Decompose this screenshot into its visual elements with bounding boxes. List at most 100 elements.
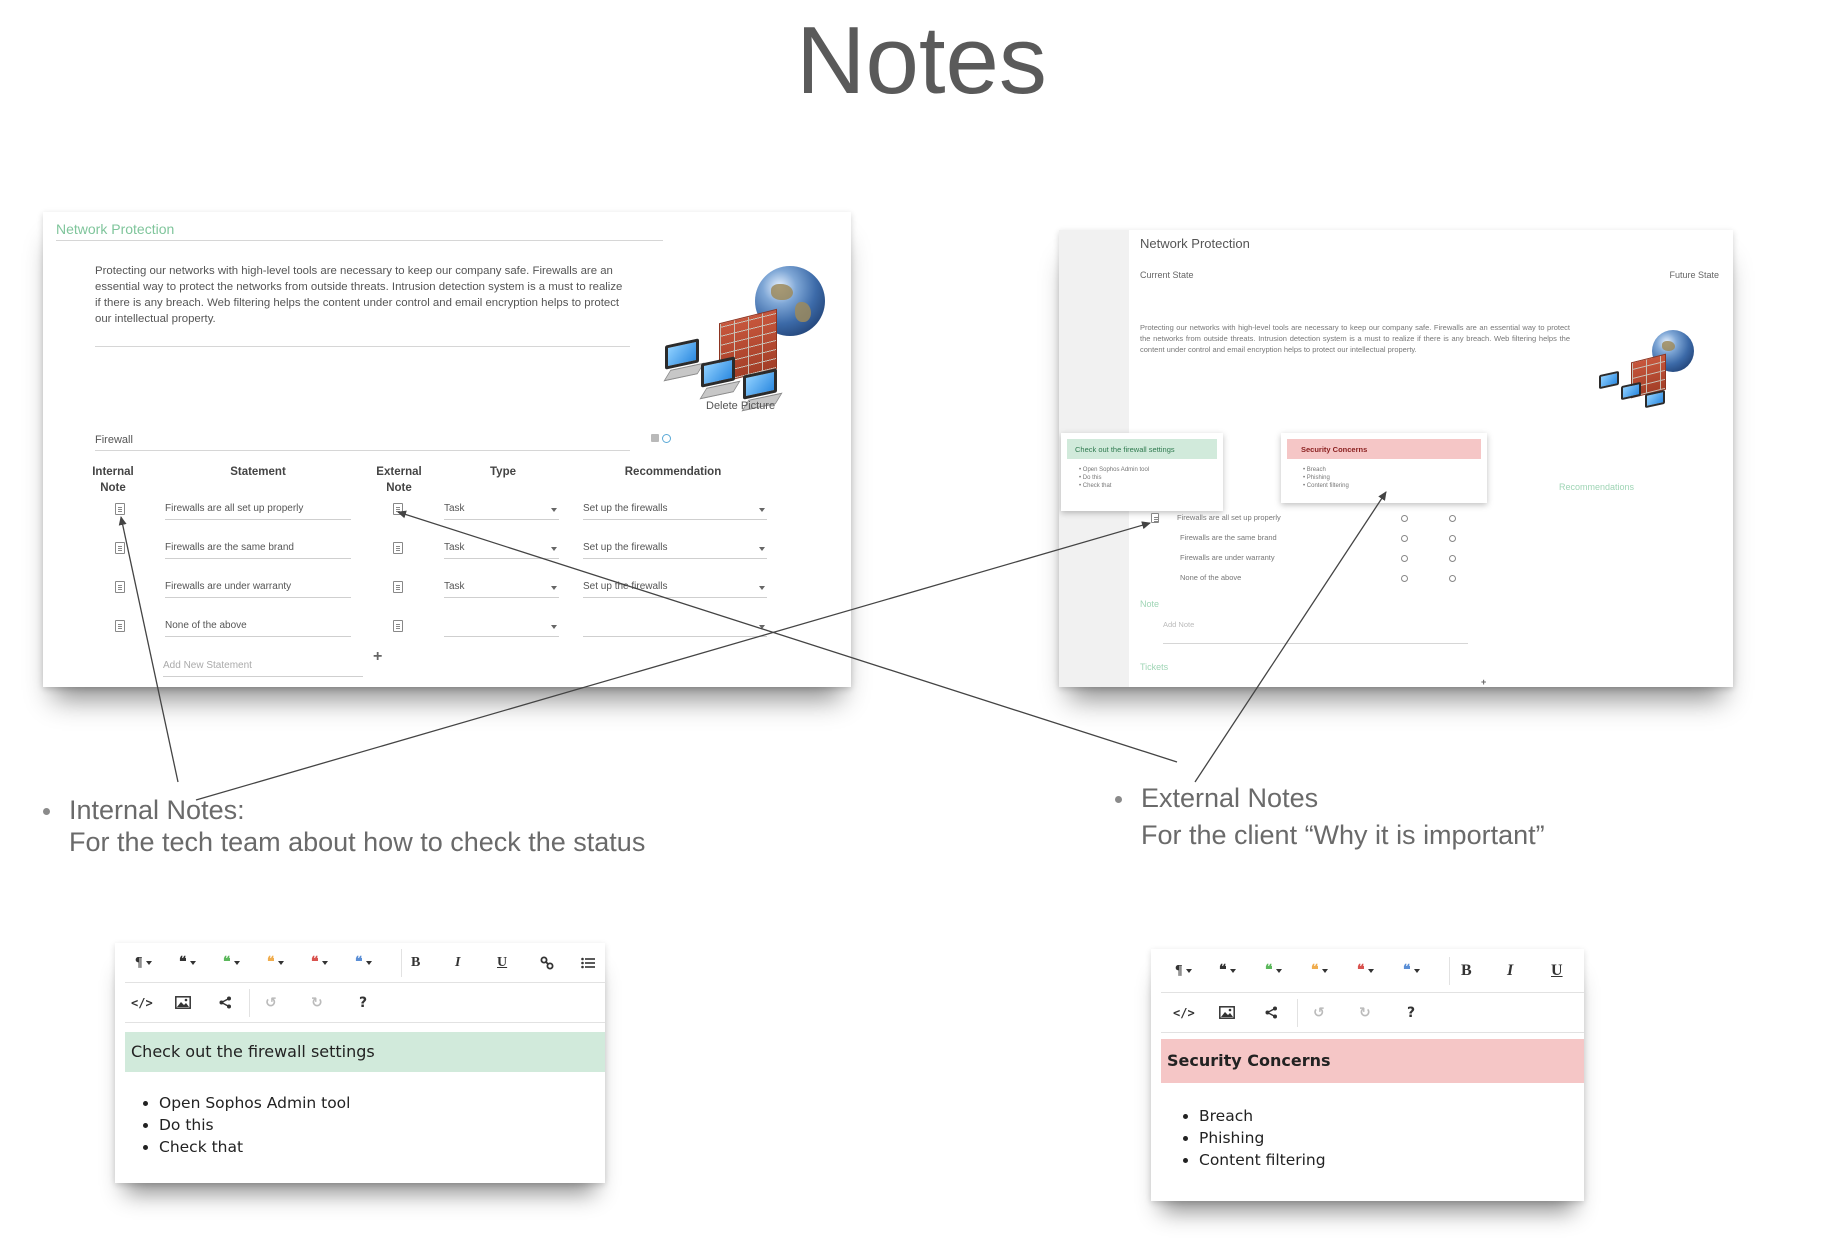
list-button[interactable] bbox=[581, 943, 595, 983]
statement-text: Firewalls are under warranty bbox=[1180, 553, 1275, 562]
statement-text: None of the above bbox=[165, 620, 247, 631]
left-screenshot: Network Protection Protecting our networ… bbox=[43, 212, 851, 687]
share-button[interactable] bbox=[1265, 993, 1278, 1033]
image-button[interactable] bbox=[1219, 993, 1235, 1033]
external-note-icon[interactable] bbox=[393, 620, 403, 632]
paragraph-style-button[interactable]: ¶ bbox=[135, 943, 152, 983]
highlighted-heading[interactable]: Check out the firewall settings bbox=[125, 1032, 605, 1072]
internal-caption-desc: For the tech team about how to check the… bbox=[69, 827, 646, 857]
red-quote-button[interactable]: ❝ bbox=[311, 943, 328, 983]
redo-icon: ↻ bbox=[311, 995, 323, 1011]
recommendation-select[interactable]: Set up the firewalls bbox=[583, 580, 767, 598]
current-state-radio[interactable] bbox=[1401, 515, 1408, 522]
internal-note-icon[interactable] bbox=[115, 542, 125, 554]
add-note-input[interactable]: Add Note bbox=[1163, 620, 1195, 629]
list-item: Check that bbox=[159, 1136, 350, 1158]
bullet-list[interactable]: Breach Phishing Content filtering bbox=[1181, 1105, 1326, 1171]
future-state-radio[interactable] bbox=[1449, 575, 1456, 582]
list-item: Do this bbox=[159, 1114, 350, 1136]
recommendation-select[interactable]: Set up the firewalls bbox=[583, 502, 767, 520]
section-title: Network Protection bbox=[56, 221, 175, 237]
editor-toolbar-row: </> ↺ ↻ ? bbox=[1161, 993, 1584, 1033]
code-button[interactable]: </> bbox=[131, 983, 153, 1023]
recommendation-select[interactable] bbox=[583, 619, 767, 637]
help-button[interactable]: ? bbox=[359, 995, 368, 1011]
statement-field[interactable]: Firewalls are the same brand bbox=[165, 541, 351, 559]
italic-button[interactable]: I bbox=[455, 955, 461, 970]
code-button[interactable]: </> bbox=[1173, 993, 1195, 1033]
external-note-icon[interactable] bbox=[393, 503, 403, 515]
bold-button[interactable]: B bbox=[1461, 962, 1472, 979]
internal-note-icon[interactable] bbox=[115, 581, 125, 593]
undo-button[interactable]: ↺ bbox=[265, 983, 277, 1023]
recommendation-value: Set up the firewalls bbox=[583, 503, 668, 514]
toggle-icon[interactable] bbox=[651, 434, 659, 442]
statement-field[interactable]: Firewalls are under warranty bbox=[165, 580, 351, 598]
description-text[interactable]: Protecting our networks with high-level … bbox=[95, 265, 623, 325]
add-ticket-button[interactable]: + bbox=[1481, 677, 1487, 687]
divider bbox=[95, 450, 630, 451]
popup-header: Check out the firewall settings bbox=[1067, 439, 1217, 459]
blue-quote-button[interactable]: ❝ bbox=[355, 943, 372, 983]
image-icon bbox=[1219, 1006, 1235, 1020]
blue-quote-button[interactable]: ❝ bbox=[1403, 949, 1420, 993]
internal-note-icon[interactable] bbox=[115, 620, 125, 632]
undo-button[interactable]: ↺ bbox=[1313, 993, 1325, 1033]
future-state-radio[interactable] bbox=[1449, 535, 1456, 542]
delete-picture-link[interactable]: Delete Picture bbox=[706, 400, 776, 412]
internal-note-icon[interactable] bbox=[115, 503, 125, 515]
yellow-quote-button[interactable]: ❝ bbox=[267, 943, 284, 983]
share-icon bbox=[1265, 1006, 1277, 1019]
external-note-icon[interactable] bbox=[393, 581, 403, 593]
add-statement-input[interactable]: Add New Statement bbox=[163, 659, 363, 677]
type-select[interactable]: Task bbox=[444, 580, 559, 598]
settings-icon[interactable] bbox=[662, 434, 671, 443]
redo-button[interactable]: ↻ bbox=[1359, 993, 1371, 1033]
green-quote-button[interactable]: ❝ bbox=[223, 943, 240, 983]
bold-button[interactable]: B bbox=[411, 955, 421, 970]
subsection-title: Firewall bbox=[95, 434, 133, 446]
undo-icon: ↺ bbox=[1313, 1005, 1325, 1021]
quote-style-button[interactable]: ❝ bbox=[1219, 949, 1236, 993]
type-value: Task bbox=[444, 542, 465, 553]
red-quote-button[interactable]: ❝ bbox=[1357, 949, 1374, 993]
quote-style-button[interactable]: ❝ bbox=[179, 943, 196, 983]
redo-button[interactable]: ↻ bbox=[311, 983, 323, 1023]
image-icon bbox=[175, 996, 191, 1010]
link-button[interactable] bbox=[540, 943, 554, 983]
recommendation-select[interactable]: Set up the firewalls bbox=[583, 541, 767, 559]
external-note-editor: ¶ ❝ ❝ ❝ ❝ ❝ B I U </> ↺ ↻ ? Security Con… bbox=[1151, 949, 1584, 1201]
green-quote-button[interactable]: ❝ bbox=[1265, 949, 1282, 993]
underline-button[interactable]: U bbox=[497, 955, 508, 970]
editor-toolbar-row: ¶ ❝ ❝ ❝ ❝ ❝ B I U bbox=[1161, 949, 1584, 993]
bullet-list[interactable]: Open Sophos Admin tool Do this Check tha… bbox=[141, 1092, 350, 1158]
paragraph-style-button[interactable]: ¶ bbox=[1175, 949, 1192, 993]
add-statement-button[interactable]: + bbox=[373, 648, 383, 665]
future-state-radio[interactable] bbox=[1449, 555, 1456, 562]
type-select[interactable] bbox=[444, 619, 559, 637]
yellow-quote-button[interactable]: ❝ bbox=[1311, 949, 1328, 993]
help-button[interactable]: ? bbox=[1407, 1005, 1416, 1021]
highlighted-heading[interactable]: Security Concerns bbox=[1161, 1039, 1584, 1083]
current-state-radio[interactable] bbox=[1401, 535, 1408, 542]
current-state-radio[interactable] bbox=[1401, 555, 1408, 562]
code-icon: </> bbox=[131, 996, 153, 1010]
future-state-radio[interactable] bbox=[1449, 515, 1456, 522]
image-button[interactable] bbox=[175, 983, 191, 1023]
external-note-icon[interactable] bbox=[393, 542, 403, 554]
current-state-radio[interactable] bbox=[1401, 575, 1408, 582]
popup-list: • Breach • Phishing • Content filtering bbox=[1303, 467, 1349, 489]
share-button[interactable] bbox=[219, 983, 232, 1023]
underline-button[interactable]: U bbox=[1551, 962, 1563, 979]
list-item: Content filtering bbox=[1199, 1149, 1326, 1171]
type-value: Task bbox=[444, 581, 465, 592]
statement-field[interactable]: Firewalls are all set up properly bbox=[165, 502, 351, 520]
italic-button[interactable]: I bbox=[1507, 962, 1514, 979]
external-caption-desc: For the client “Why it is important” bbox=[1141, 820, 1545, 850]
type-select[interactable]: Task bbox=[444, 502, 559, 520]
list-item: Breach bbox=[1199, 1105, 1326, 1127]
statement-field[interactable]: None of the above bbox=[165, 619, 351, 637]
internal-note-icon[interactable] bbox=[1151, 513, 1159, 523]
recommendation-value: Set up the firewalls bbox=[583, 542, 668, 553]
type-select[interactable]: Task bbox=[444, 541, 559, 559]
